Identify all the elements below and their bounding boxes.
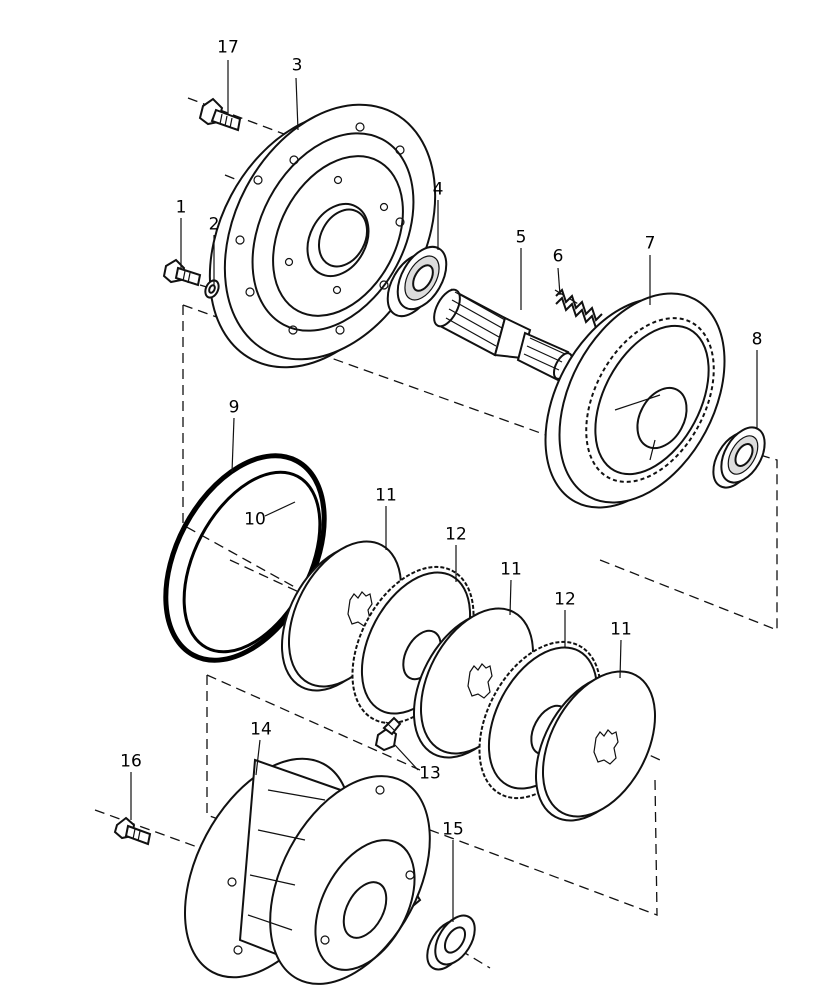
callout-2: 2 (208, 214, 220, 235)
callout-11-first: 11 (375, 485, 397, 506)
bearing-part-4 (386, 245, 448, 318)
callout-5: 5 (515, 227, 527, 248)
oil-seal-part-15 (426, 914, 476, 971)
callout-15: 15 (442, 819, 464, 840)
callout-1: 1 (175, 197, 187, 218)
assembly-dashed-lines (94, 97, 778, 969)
callout-11-third: 11 (610, 619, 632, 640)
cover-plate-part-3 (208, 103, 437, 369)
drum-housing-part-14 (184, 757, 431, 985)
washer-part-2 (204, 279, 220, 299)
callout-4: 4 (432, 179, 444, 200)
callout-12-first: 12 (445, 524, 467, 545)
callout-9: 9 (228, 397, 240, 418)
callout-10: 10 (244, 509, 266, 530)
callout-leader-lines (130, 60, 758, 922)
callout-7: 7 (644, 233, 656, 254)
screw-part-16 (113, 816, 152, 846)
friction-disc-part-11-third (534, 670, 657, 822)
screw-part-1 (162, 258, 202, 287)
spring-part-6 (555, 288, 603, 329)
callout-17: 17 (217, 37, 239, 58)
splined-shaft-part-5 (433, 288, 574, 382)
callout-8: 8 (751, 329, 763, 350)
callout-12-second: 12 (554, 589, 576, 610)
callout-3: 3 (291, 55, 303, 76)
callout-16: 16 (120, 751, 142, 772)
callout-11-second: 11 (500, 559, 522, 580)
gear-housing-part-7 (544, 292, 726, 509)
callout-14: 14 (250, 719, 272, 740)
grease-nipple-part-13 (374, 716, 402, 752)
bearing-part-8 (712, 426, 766, 489)
bolt-part-17 (198, 97, 242, 132)
callout-6: 6 (552, 246, 564, 267)
callout-13: 13 (419, 763, 441, 784)
